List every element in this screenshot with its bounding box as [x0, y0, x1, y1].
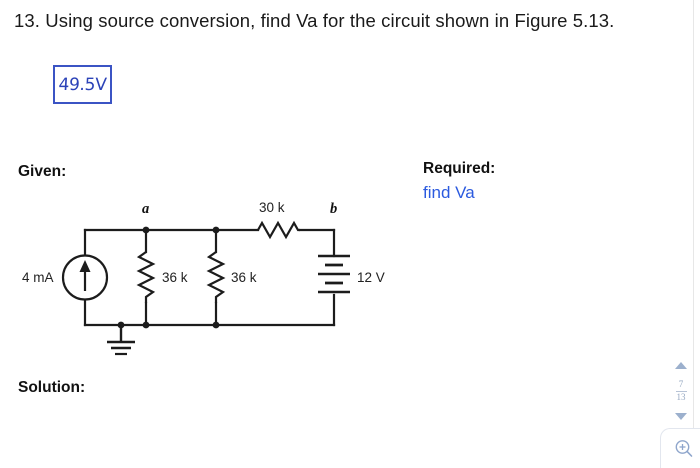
voltage-source-label: 12 V [357, 270, 385, 285]
page-fraction-bar [675, 390, 687, 392]
resistor-r2-label: 36 k [231, 270, 257, 285]
current-page: 7 [678, 379, 684, 389]
resistor-r3-symbol [257, 220, 300, 240]
ground-symbol [107, 325, 135, 356]
zoom-control-panel[interactable] [660, 428, 700, 468]
resistor-r1-symbol [136, 251, 156, 303]
solution-label: Solution: [18, 379, 86, 396]
junction-dots [117, 226, 220, 329]
scroll-down-icon[interactable] [675, 413, 687, 420]
zoom-in-icon[interactable] [673, 438, 695, 465]
answer-box-value: 49.5V [57, 74, 108, 95]
answer-box[interactable]: 49.5V [53, 65, 112, 104]
node-a-label: a [142, 201, 149, 217]
scroll-up-icon[interactable] [675, 362, 687, 369]
right-edge-divider [693, 0, 694, 465]
resistor-r3-label: 30 k [259, 200, 285, 215]
total-pages: 13 [676, 392, 686, 402]
page-indicator: 7 13 [675, 379, 687, 402]
required-label: Required: [423, 160, 496, 177]
required-value: find Va [423, 183, 475, 202]
given-label: Given: [18, 163, 67, 180]
resistor-r1-label: 36 k [162, 270, 188, 285]
current-source-symbol [61, 254, 109, 301]
page-navigator[interactable]: 7 13 [669, 362, 693, 420]
node-b-label: b [330, 201, 337, 217]
resistor-r2-symbol [206, 251, 226, 303]
question-text: 13. Using source conversion, find Va for… [14, 10, 615, 31]
current-source-label: 4 mA [22, 270, 54, 285]
circuit-diagram: 4 mA 36 k 36 k 30 k 12 V a b [0, 190, 420, 365]
battery-symbol [318, 254, 350, 294]
